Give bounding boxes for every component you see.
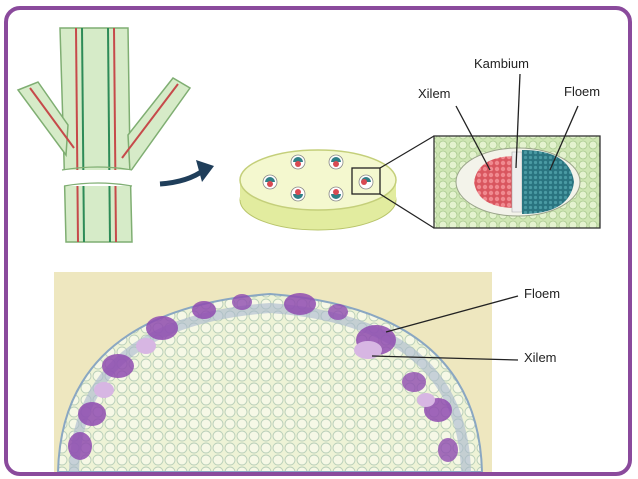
stem-illustration [16,27,192,243]
stem-right-branch [127,77,192,175]
vascular-bundles [262,154,374,202]
leader-cambium-top [515,73,521,169]
stem-left-branch [16,81,69,158]
zoom-line-top [379,135,435,169]
diagram-frame: Xilem Kambium Floem Floem Xilem [4,6,632,476]
xylem-region [474,156,516,208]
stem-cut-edge-top [61,166,133,171]
stem-branch-strand-right [121,83,179,159]
label-xylem-micro: Xilem [524,350,557,365]
label-phloem-top: Floem [564,84,601,99]
direction-arrow [159,160,214,187]
stem-cut-gap [48,170,148,186]
zoom-highlight-box [351,167,381,195]
stem-xylem-strand-left [75,27,79,243]
label-xylem-top: Xilem [418,86,451,101]
stem-xylem-strand-right [113,27,117,243]
cambium-region [511,151,523,213]
cross-section-disc [239,149,397,231]
leader-phloem-micro [385,295,519,333]
stem-phloem-strand-right [107,27,111,243]
zoom-line-bottom [379,193,435,229]
stem-cut-edge-bottom [63,182,133,187]
stem-branch-strand-left [29,87,75,149]
leader-xylem-micro [371,355,519,361]
phloem-region [522,150,574,214]
stem-diagram-svg [16,27,601,472]
stem-phloem-strand-left [81,27,85,243]
leader-xylem-top [455,105,491,171]
leader-phloem-top [549,105,579,171]
disc-top [239,149,397,211]
label-phloem-micro: Floem [524,286,561,301]
micrograph [54,272,519,472]
micrograph-bundles [68,293,458,462]
label-cambium-top: Kambium [474,56,529,71]
stem-main-trunk [59,27,133,243]
